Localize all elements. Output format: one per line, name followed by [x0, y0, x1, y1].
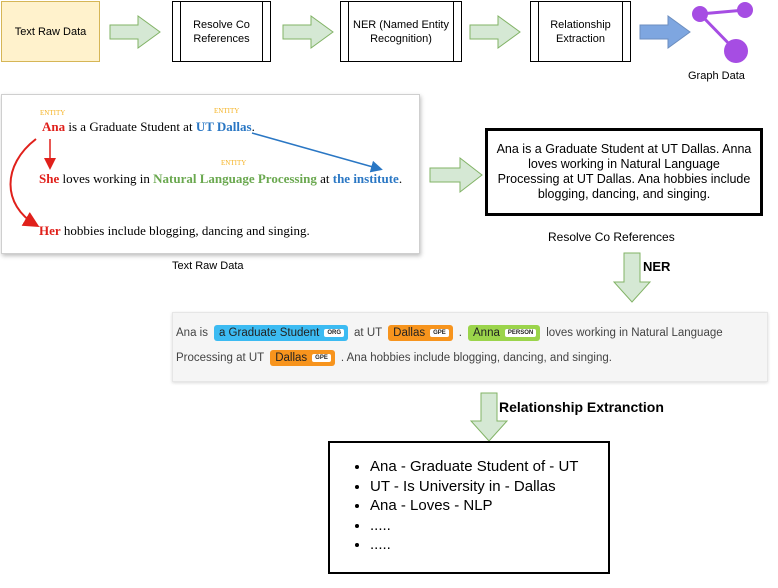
resolved-text: Ana is a Graduate Student at UT Dallas. …: [496, 142, 752, 201]
list-item: .....: [370, 535, 608, 555]
entity-type-tag: PERSON: [504, 329, 537, 337]
example-line-1: Ana is a Graduate Student at UT Dallas.: [42, 119, 255, 134]
list-item: Ana - Loves - NLP: [370, 496, 608, 516]
step-label: NER (Named Entity Recognition): [353, 18, 449, 45]
entity-nlp: Natural Language Processing: [153, 171, 317, 186]
arrow-down-icon: [612, 252, 652, 303]
entity-type-tag: ORG: [324, 329, 345, 337]
arrow-right-icon: [639, 15, 691, 49]
entity-ut-dallas: UT Dallas: [195, 119, 252, 134]
arrow-right-icon: [429, 156, 483, 194]
ner-label: NER: [643, 259, 671, 274]
arrow-right-icon: [282, 15, 334, 49]
list-item: UT - Is University in - Dallas: [370, 477, 608, 497]
entity-ana: Ana: [42, 119, 66, 134]
entity-her: Her: [39, 223, 61, 238]
coreference-arrows: [9, 132, 383, 228]
entity-type-tag: GPE: [312, 354, 331, 362]
step-resolve-co-references: Resolve Co References: [172, 1, 271, 62]
arrow-down-icon: [469, 392, 509, 442]
resolved-text-box: Ana is a Graduate Student at UT Dallas. …: [485, 128, 763, 216]
relations-list: Ana - Graduate Student of - UT UT - Is U…: [330, 457, 608, 555]
entity-she: She: [39, 171, 60, 186]
entity-institute: the institute: [332, 171, 399, 186]
resolve-co-references-label: Resolve Co References: [548, 230, 675, 244]
step-ner: NER (Named Entity Recognition): [340, 1, 462, 62]
list-item: Ana - Graduate Student of - UT: [370, 457, 608, 477]
entity-tag: ENTITY: [214, 107, 240, 115]
example-caption: Text Raw Data: [172, 260, 244, 272]
step-label: Relationship Extraction: [550, 18, 611, 45]
example-line-3: Her hobbies include blogging, dancing an…: [39, 223, 310, 238]
example-text-panel: ENTITY ENTITY ENTITY Ana is a Graduate S…: [1, 94, 420, 254]
entity-tag: ENTITY: [40, 109, 66, 117]
arrow-right-icon: [109, 15, 161, 49]
list-item: .....: [370, 516, 608, 536]
relations-box: Ana - Graduate Student of - UT UT - Is U…: [328, 441, 610, 574]
step-text-raw-data: Text Raw Data: [1, 1, 100, 62]
relationship-label: Relationship Extranction: [499, 399, 664, 415]
graph-icon: [692, 2, 753, 63]
graph-data-label: Graph Data: [688, 70, 745, 82]
step-label: Text Raw Data: [14, 25, 87, 38]
entity-type-tag: GPE: [430, 329, 449, 337]
arrow-right-icon: [469, 15, 521, 49]
step-relationship-extraction: Relationship Extraction: [530, 1, 631, 62]
entity-tag: ENTITY: [221, 159, 247, 167]
example-line-2: She loves working in Natural Language Pr…: [39, 171, 403, 186]
step-label: Resolve Co References: [193, 18, 250, 45]
